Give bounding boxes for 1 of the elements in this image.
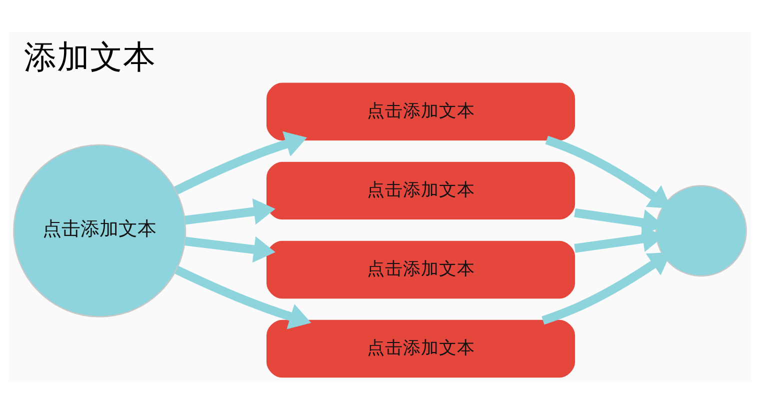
diagram-title: 添加文本 xyxy=(24,38,156,76)
